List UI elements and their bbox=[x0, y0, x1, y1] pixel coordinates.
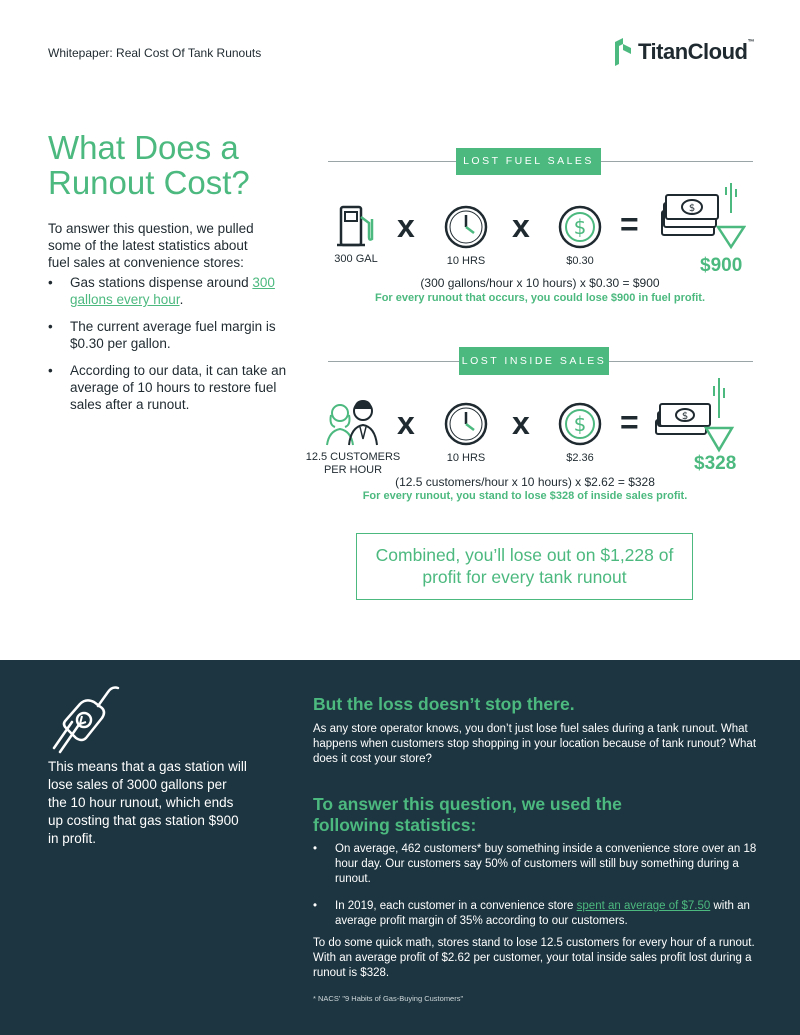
dollar-coin-icon: $ bbox=[558, 205, 602, 249]
clock-block: 10 HRS bbox=[436, 400, 496, 465]
multiply-sign: x bbox=[512, 208, 530, 244]
gallons-lost-text: This means that a gas station will lose … bbox=[48, 759, 247, 846]
inside-formula: (12.5 customers/hour x 10 hours) x $2.62… bbox=[395, 475, 655, 489]
titancloud-logo[interactable]: TitanCloud™ bbox=[612, 38, 754, 66]
statistics-list: On average, 462 customers* buy something… bbox=[313, 842, 758, 941]
fuel-pump-icon bbox=[337, 205, 374, 247]
svg-text:$: $ bbox=[574, 215, 587, 239]
list-item: The current average fuel margin is $0.30… bbox=[48, 318, 288, 352]
fuel-summary: For every runout that occurs, you could … bbox=[374, 292, 706, 304]
fuel-formula: (300 gallons/hour x 10 hours) x $0.30 = … bbox=[420, 276, 660, 290]
average-spend-link[interactable]: spent an average of $7.50 bbox=[576, 900, 711, 912]
inside-label-hours: 10 HRS bbox=[446, 452, 486, 464]
inside-section-pill: LOST INSIDE SALES bbox=[459, 347, 609, 375]
gallons-link[interactable]: 300 gallons every hour bbox=[70, 275, 275, 307]
fuel-total: $900 bbox=[700, 255, 743, 276]
document-header: Whitepaper: Real Cost Of Tank Runouts bbox=[48, 46, 262, 60]
loss-paragraph: As any store operator knows, you don’t j… bbox=[313, 723, 757, 765]
fuel-pump-block: 300 GAL bbox=[326, 203, 386, 266]
quick-math-paragraph: To do some quick math, stores stand to l… bbox=[313, 937, 755, 979]
multiply-sign: x bbox=[512, 405, 530, 441]
logo-wordmark: TitanCloud™ bbox=[638, 39, 754, 64]
fuel-label-gallons: 300 GAL bbox=[334, 253, 378, 265]
intro-text: To answer this question, we pulled some … bbox=[48, 221, 254, 270]
page-title: What Does a Runout Cost? bbox=[48, 129, 250, 201]
svg-text:$: $ bbox=[689, 203, 695, 214]
list-item: On average, 462 customers* buy something… bbox=[313, 842, 758, 887]
inside-total: $328 bbox=[694, 453, 737, 474]
fuel-label-margin: $0.30 bbox=[566, 255, 594, 267]
svg-text:$: $ bbox=[574, 412, 587, 436]
inside-label-customers: 12.5 CUSTOMERS PER HOUR bbox=[305, 451, 401, 476]
combined-callout: Combined, you’ll lose out on $1,228 of p… bbox=[356, 533, 693, 600]
coin-block: $ $2.36 bbox=[550, 400, 610, 465]
fuel-nozzle-icon bbox=[52, 686, 120, 754]
clock-icon bbox=[444, 205, 488, 249]
list-item: Gas stations dispense around 300 gallons… bbox=[48, 274, 288, 308]
svg-text:$: $ bbox=[682, 411, 688, 422]
coin-block: $ $0.30 bbox=[550, 203, 610, 268]
list-item: According to our data, it can take an av… bbox=[48, 362, 288, 413]
dollar-coin-icon: $ bbox=[558, 402, 602, 446]
list-item: In 2019, each customer in a convenience … bbox=[313, 899, 758, 929]
fuel-label-hours: 10 HRS bbox=[446, 255, 486, 267]
multiply-sign: x bbox=[397, 208, 415, 244]
fuel-section-pill: LOST FUEL SALES bbox=[456, 148, 601, 175]
fuel-stats-list: Gas stations dispense around 300 gallons… bbox=[48, 274, 288, 423]
cash-stack-down-arrow-icon: $ bbox=[655, 378, 735, 453]
inside-summary: For every runout, you stand to lose $328… bbox=[362, 490, 688, 502]
inside-label-profit: $2.36 bbox=[566, 452, 594, 464]
section-heading-loss: But the loss doesn’t stop there. bbox=[313, 694, 575, 714]
titancloud-logo-icon bbox=[615, 38, 631, 66]
section-heading-statistics: To answer this question, we used the fol… bbox=[313, 794, 622, 835]
clock-icon bbox=[444, 402, 488, 446]
equals-sign: = bbox=[620, 206, 639, 242]
cash-stack-down-arrow-icon: $ bbox=[661, 183, 746, 250]
clock-block: 10 HRS bbox=[436, 203, 496, 268]
multiply-sign: x bbox=[397, 405, 415, 441]
footnote: * NACS' "9 Habits of Gas-Buying Customer… bbox=[313, 994, 464, 1003]
dark-section: This means that a gas station will lose … bbox=[0, 660, 800, 1035]
customers-icon bbox=[326, 400, 378, 446]
equals-sign: = bbox=[620, 404, 639, 440]
customers-block: 12.5 CUSTOMERS PER HOUR bbox=[305, 397, 401, 477]
